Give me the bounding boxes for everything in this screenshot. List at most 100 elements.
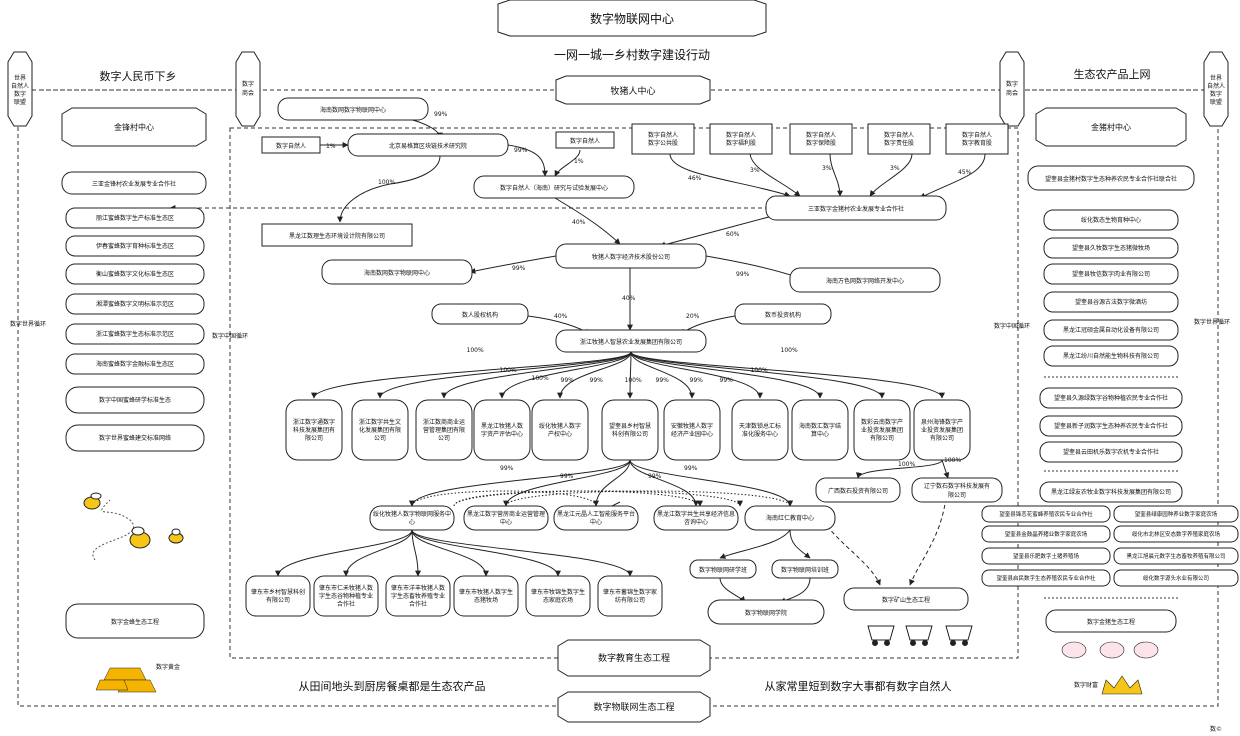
- guangxi-label: 广西数石投资有限公司: [828, 487, 888, 495]
- edge: [275, 529, 413, 577]
- right-item-label: 黑龙江旭晨元数字生态畜牧养殖有限公司: [1126, 552, 1225, 560]
- right-chamber-badge: 数字商会: [999, 51, 1025, 127]
- peixunban-label: 数字物联网培训班: [781, 566, 829, 574]
- stock-node: 数字自然人数字公共股: [631, 123, 695, 155]
- left-item-label: 伊春蜜蜂数字育种标准生态区: [96, 242, 174, 250]
- edge: [411, 529, 421, 577]
- level2-label: 浙江数商商业运营管理集团有限公司: [423, 418, 465, 442]
- stock-node: 数字自然人数字福利股: [709, 123, 773, 155]
- right-item: 望奎县久源绿数字谷物种植农民专业合作社: [1039, 387, 1183, 409]
- stock-label: 数字自然人数字保障股: [806, 131, 836, 147]
- pct-label: 45%: [958, 169, 972, 176]
- pct-label: 99%: [514, 147, 528, 154]
- edge: [629, 459, 699, 507]
- right-item: 黑龙江冠硕金属自动化设备有限公司: [1043, 319, 1179, 341]
- yanxueban-label: 数字物联网研学班: [699, 566, 747, 574]
- left-engineering-label: 数字金蜂生态工程: [111, 618, 159, 626]
- level2-label: 泉州海锋数字产业投资发展集团有限公司: [921, 418, 963, 442]
- left-item: 数字世界蜜蜂建交标准网络: [65, 424, 205, 452]
- pct-label: 99%: [736, 271, 750, 278]
- pct-label: 99%: [560, 473, 574, 480]
- pct-label: 46%: [688, 175, 702, 182]
- edge: [630, 351, 763, 399]
- level2-node: 天津数锁总汇标准化服务中心: [731, 399, 789, 461]
- right-item: 望奎县乐肥数字土猪养殖场: [981, 547, 1111, 565]
- level2-nodes: 浙江数字通数字科技发展集团有限公司浙江数字共生文化发展集团有限公司浙江数商商业运…: [285, 399, 971, 461]
- pct-label: 100%: [378, 179, 395, 186]
- level4-label: 肇东市牧锦生数字生态家庭农场: [531, 588, 585, 604]
- pct-label: 40%: [554, 313, 568, 320]
- level4-label: 肇东市牧猪人数字生态猪牧场: [459, 588, 513, 604]
- shuren-node: 数人股权机构: [431, 303, 529, 325]
- gold-bar-icon: [95, 667, 157, 693]
- level2-label: 安徽牧猪人数字经济产业园中心: [671, 422, 713, 438]
- loop-china-left: 数字中国循环: [212, 332, 248, 340]
- hainan-wanse-label: 海南万色网数字网络开发中心: [826, 277, 904, 285]
- loop-world-left: 数字世界循环: [10, 320, 46, 328]
- beijing-node: 北京易格算区块链技术研究院: [347, 133, 509, 157]
- stock-node: 数字自然人数字教育股: [945, 123, 1009, 155]
- level3-node: 黑龙江数字营房商业运营管理中心: [463, 505, 549, 531]
- edge: [630, 351, 823, 399]
- pct-label: 99%: [512, 265, 526, 272]
- pct-label: 99%: [648, 473, 662, 480]
- edge: [629, 459, 793, 507]
- left-item: 数字中国蜜蜂研学标准生态: [65, 386, 205, 414]
- level2-node: 浙江数字通数字科技发展集团有限公司: [285, 399, 343, 461]
- right-item-label: 望奎县云田机乐数字农机专业合作社: [1063, 448, 1159, 456]
- zhejiang-group-label: 浙江牧猪人智慧农业发展集团有限公司: [580, 338, 682, 346]
- pct-label: 40%: [622, 295, 636, 302]
- right-item: 望奎县锋恋花蜜蜂养殖农民专业合作社: [981, 505, 1111, 523]
- left-panel: 金锋村中心 三亚金锋村农业发展专业合作社 丽江蜜蜂数字生产标准生态区伊春蜜蜂数字…: [61, 107, 207, 671]
- right-item: 望奎县云田机乐数字农机专业合作社: [1039, 441, 1183, 463]
- muzhu-tech-label: 牧猪人数字经济技术股份公司: [592, 253, 670, 261]
- ziran-mid-label: 数字自然人: [570, 137, 600, 145]
- right-item-label: 望奎县久牧数字生态猪微牧场: [1072, 244, 1150, 252]
- left-item: 衡山蜜蜂数字文化标准生态区: [65, 263, 205, 285]
- level3-node: 黑龙江元晶人工智能服务平台中心: [553, 505, 639, 531]
- pct-label: 3%: [822, 165, 832, 172]
- pct-label: 20%: [686, 313, 700, 320]
- stock-node: 数字自然人数字责任股: [867, 123, 931, 155]
- bottom-mid-label: 数字教育生态工程: [598, 652, 670, 664]
- slogan-right-bottom: 从家常里短到数字大事都有数字自然人: [765, 679, 952, 693]
- level4-label: 肇东市乡村智慧科创有限公司: [251, 588, 305, 604]
- edge: [503, 459, 631, 507]
- top-title: 数字物联网中心: [590, 11, 674, 26]
- right-item-label: 黑龙江冠硕金属自动化设备有限公司: [1063, 326, 1159, 334]
- pct-label: 1%: [326, 143, 336, 150]
- right-alliance-label: 世界自然人数字联盟: [1207, 74, 1225, 106]
- edge: [627, 351, 634, 399]
- sanya-coop-label: 三亚数字金猪村农业发展专业合作社: [808, 205, 904, 213]
- dynamic-percent-labels: 100%100%100%99%99%100%99%99%99%100%100%9…: [467, 347, 798, 480]
- right-item-label: 望奎县启民数字生态养殖农民专业合作社: [996, 574, 1096, 582]
- xueyuan-label: 数字物联网学院: [745, 609, 787, 617]
- level3-node: 黑龙江数字共生共享经济信息咨询中心: [653, 505, 739, 531]
- level3-node: 绥化牧猪人数字物联网服务中心: [369, 505, 455, 531]
- left-alliance-badge: 世界自然人数字联盟: [7, 51, 33, 127]
- pct-label: 100%: [532, 375, 549, 382]
- level3-node: 海南红仁教育中心: [744, 505, 836, 531]
- guangxi-node: 广西数石投资有限公司: [815, 477, 901, 503]
- edge: [409, 459, 631, 507]
- left-chamber-badge: 数字商会: [235, 51, 261, 127]
- level2-node: 望奎县乡村智慧科创有限公司: [601, 399, 659, 461]
- crown-icon: [1101, 675, 1143, 695]
- edge: [941, 459, 950, 479]
- hainan-research-node: 数字自然人（海南）研究与试验发展中心: [473, 175, 635, 199]
- left-item: 湘潭蜜蜂数字文明标准示范区: [65, 293, 205, 315]
- right-item: 绥化数态生物育种中心: [1043, 209, 1179, 231]
- pig-icon: [1061, 641, 1159, 659]
- edge: [593, 459, 631, 507]
- corner-mark: 数©: [1210, 725, 1222, 733]
- beijing-label: 北京易格算区块链技术研究院: [389, 142, 467, 150]
- right-engineering-label: 数字金猪生态工程: [1087, 618, 1135, 626]
- right-item: 望奎县谷源古法数字微酒坊: [1043, 291, 1179, 313]
- pct-label: 99%: [590, 377, 604, 384]
- top-title-banner: 数字物联网中心: [497, 0, 767, 37]
- edge: [411, 529, 489, 577]
- level2-label: 绥化牧猪人数字产权中心: [539, 422, 581, 438]
- pct-label: 100%: [944, 457, 961, 464]
- bottom-title-banner: 数字物联网生态工程: [557, 691, 711, 723]
- level2-label: 黑龙江牧猪人数字资产评估中心: [481, 422, 523, 438]
